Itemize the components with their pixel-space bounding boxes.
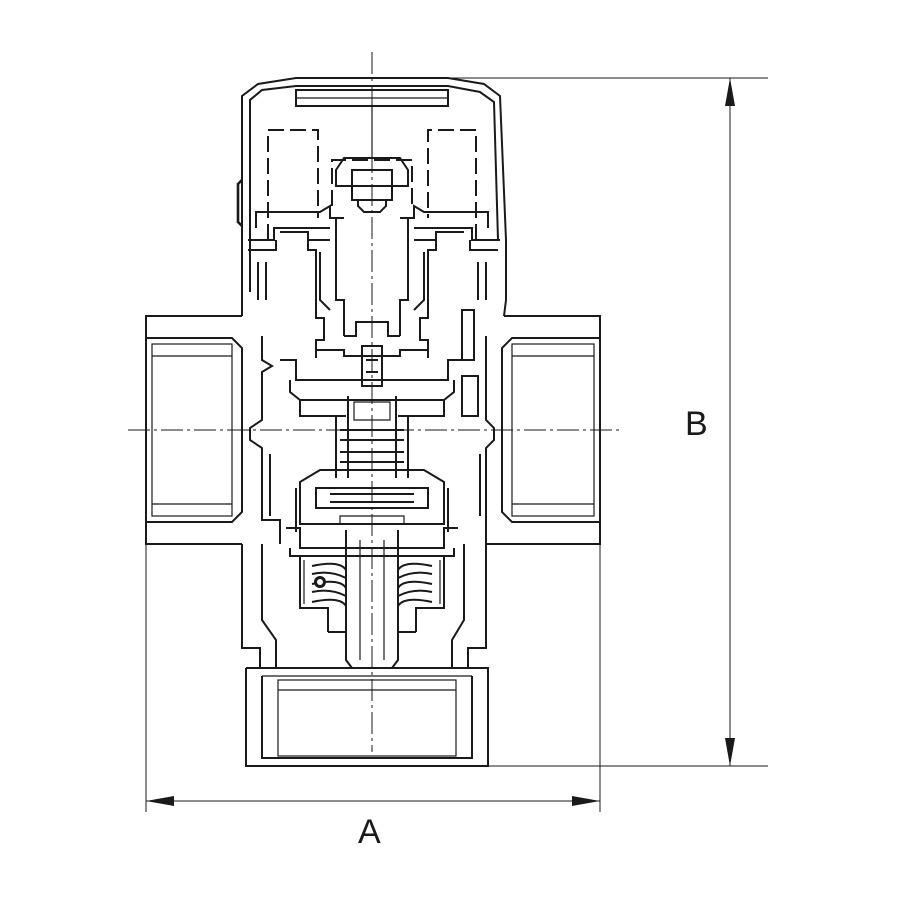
valve-body <box>145 299 601 767</box>
thermostatic-cartridge <box>286 396 458 669</box>
dimension-a <box>145 544 601 812</box>
dimension-label-a: A <box>358 813 381 851</box>
dimension-b <box>448 77 768 767</box>
bonnet <box>280 218 479 417</box>
dimension-label-b: B <box>685 405 708 443</box>
